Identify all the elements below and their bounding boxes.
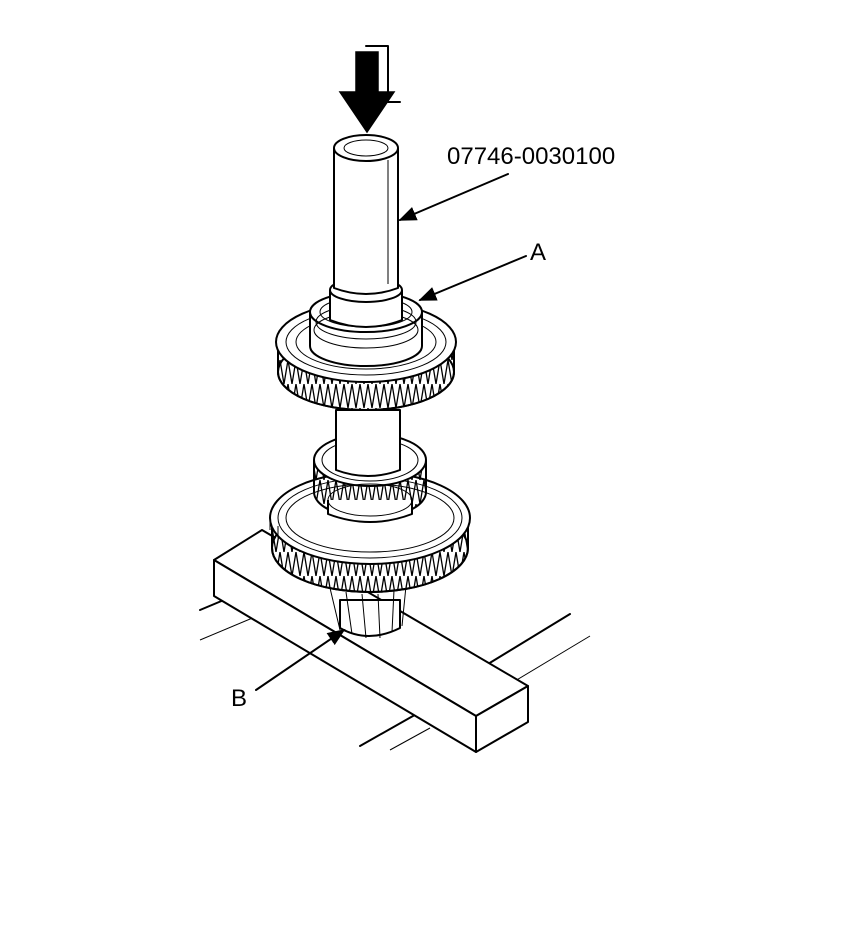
- central-shaft: [335, 409, 401, 477]
- leader-lines: [255, 173, 527, 691]
- part-b-label: B: [231, 685, 247, 712]
- part-a-label: A: [530, 239, 546, 266]
- down-arrow-icon: [338, 45, 401, 134]
- tool-part-number-label: 07746-0030100: [447, 143, 615, 170]
- press-tool: [329, 134, 403, 328]
